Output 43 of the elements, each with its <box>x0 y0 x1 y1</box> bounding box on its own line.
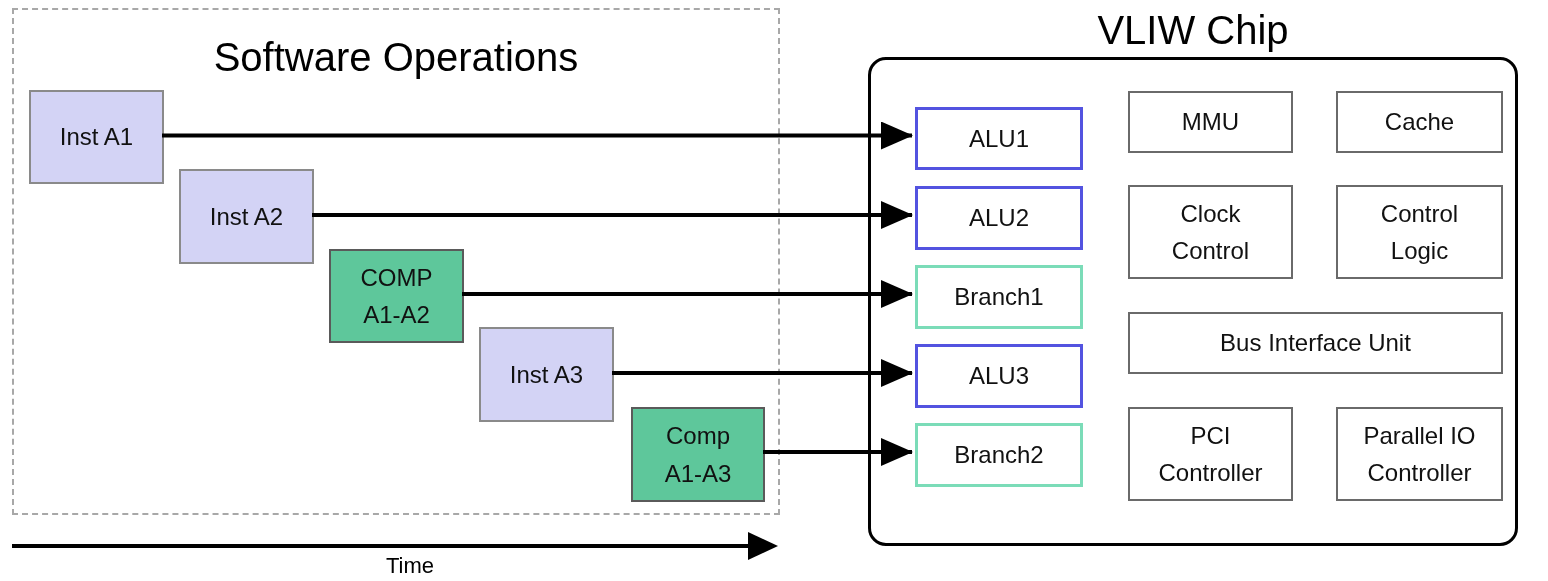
box-label: Inst A1 <box>59 122 134 153</box>
unit-box <box>1128 185 1293 279</box>
arrow <box>763 438 913 466</box>
box-label: Clock Control <box>1170 198 1251 266</box>
compare-box <box>631 407 765 502</box>
unit-box <box>1128 91 1293 153</box>
branch-box <box>915 423 1083 487</box>
arrow <box>612 359 913 387</box>
box-label: Parallel IO Controller <box>1362 420 1477 488</box>
axis-label: Time <box>384 553 436 579</box>
group-title: Software Operations <box>212 37 580 77</box>
box-label: ALU3 <box>968 361 1029 392</box>
box-label: ALU1 <box>968 123 1029 154</box>
box-label: Control Logic <box>1379 198 1460 266</box>
box-label: Cache <box>1384 107 1455 138</box>
instruction-box <box>29 90 164 184</box>
box-label: Branch1 <box>954 282 1044 313</box>
unit-box <box>1128 407 1293 501</box>
box-label: Inst A3 <box>509 359 584 390</box>
alu-box <box>915 186 1083 250</box>
box-label: COMP A1-A2 <box>359 262 434 330</box>
arrow <box>312 201 913 229</box>
box-label: Comp A1-A3 <box>663 421 733 489</box>
compare-box <box>329 249 464 343</box>
arrow <box>462 280 913 308</box>
alu-box <box>915 107 1083 170</box>
group-title: VLIW Chip <box>1096 10 1290 50</box>
instruction-box <box>479 327 614 422</box>
box-label: Branch2 <box>954 440 1044 471</box>
unit-box <box>1336 407 1503 501</box>
box-label: ALU2 <box>968 203 1029 234</box>
alu-box <box>915 344 1083 408</box>
box-label: PCI Controller <box>1157 420 1264 488</box>
instruction-box <box>179 169 314 264</box>
arrow <box>162 121 913 150</box>
unit-box <box>1336 91 1503 153</box>
box-label: MMU <box>1181 107 1240 138</box>
branch-box <box>915 265 1083 329</box>
dashed-group-box <box>12 8 780 515</box>
box-label: Inst A2 <box>209 201 284 232</box>
unit-box <box>1128 312 1503 374</box>
unit-box <box>1336 185 1503 279</box>
box-label: Bus Interface Unit <box>1220 328 1411 359</box>
